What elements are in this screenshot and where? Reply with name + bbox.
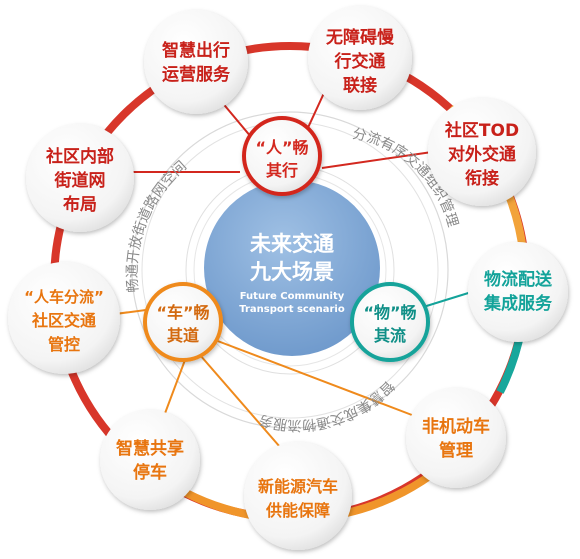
hub-people-line1: “人”畅 <box>255 138 308 157</box>
scenario-smart-mobility: 智慧出行 运营服务 <box>144 10 248 114</box>
scenario-new-energy-line1: 新能源汽车 <box>258 477 338 496</box>
center-circle <box>204 180 380 356</box>
hub-vehicle: “车”畅 其道 <box>143 282 223 362</box>
scenario-logistics-line1: 物流配送 <box>484 269 553 290</box>
scenario-street-network: 社区内部 街道网 布局 <box>26 124 134 232</box>
scenario-separation: “人车分流” 社区交通 管控 <box>8 262 120 374</box>
scenario-new-energy: 新能源汽车 供能保障 <box>244 442 352 550</box>
scenario-tod-line2: 对外交通 <box>448 144 516 165</box>
scenario-tod-line3: 衔接 <box>465 168 499 189</box>
scenario-logistics-line2: 集成服务 <box>483 293 553 314</box>
hub-vehicle-line1: “车”畅 <box>156 303 209 322</box>
scenario-street-network-line2: 街道网 <box>54 170 106 191</box>
scenario-smart-parking: 智慧共享 停车 <box>100 410 200 510</box>
hub-people-line2: 其行 <box>266 161 298 180</box>
arc-label-goods: 智慧集成交通物流服务 <box>257 377 396 433</box>
arc-label-vehicle: 畅通开放街道路网空间 <box>125 158 190 293</box>
scenario-barrier-free-line1: 无障碍慢 <box>325 27 395 48</box>
hub-goods-line1: “物”畅 <box>363 303 416 322</box>
scenario-smart-parking-line2: 停车 <box>133 462 167 483</box>
hub-goods: “物”畅 其流 <box>350 282 430 362</box>
scenario-tod: 社区TOD 对外交通 衔接 <box>428 98 536 206</box>
scenario-separation-line2: 社区交通 <box>31 311 96 330</box>
center-title-line2: 九大场景 <box>249 260 334 284</box>
scenario-non-motor: 非机动车 管理 <box>406 388 506 488</box>
connector-people-c <box>321 151 433 169</box>
scenario-separation-line3: 管控 <box>48 335 80 354</box>
scenario-smart-parking-line1: 智慧共享 <box>116 438 184 459</box>
scenario-non-motor-line1: 非机动车 <box>422 416 490 437</box>
hub-vehicle-line2: 其道 <box>167 326 199 345</box>
scenario-street-network-line3: 布局 <box>63 194 97 215</box>
center-subtitle-line2: Transport scenario <box>239 304 345 315</box>
scenario-smart-mobility-line2: 运营服务 <box>162 64 231 85</box>
scenario-street-network-line1: 社区内部 <box>45 146 114 167</box>
scenario-tod-line1: 社区TOD <box>444 120 519 141</box>
scenario-new-energy-line2: 供能保障 <box>265 501 330 520</box>
hub-people: “人”畅 其行 <box>242 116 322 196</box>
scenario-separation-line1: “人车分流” <box>24 288 104 306</box>
scenario-logistics: 物流配送 集成服务 <box>468 242 568 342</box>
center-subtitle-line1: Future Community <box>240 291 345 302</box>
scenario-non-motor-line2: 管理 <box>439 440 473 461</box>
connector-vehicle-d <box>214 339 426 421</box>
inner-ring-1 <box>131 111 449 429</box>
scenario-barrier-free: 无障碍慢 行交通 联接 <box>308 6 412 110</box>
hub-goods-line2: 其流 <box>374 326 406 345</box>
scenario-barrier-free-line2: 行交通 <box>334 51 386 72</box>
scenario-barrier-free-line3: 联接 <box>343 75 377 96</box>
scenario-smart-mobility-line1: 智慧出行 <box>162 40 230 61</box>
center-title-line1: 未来交通 <box>250 232 334 256</box>
